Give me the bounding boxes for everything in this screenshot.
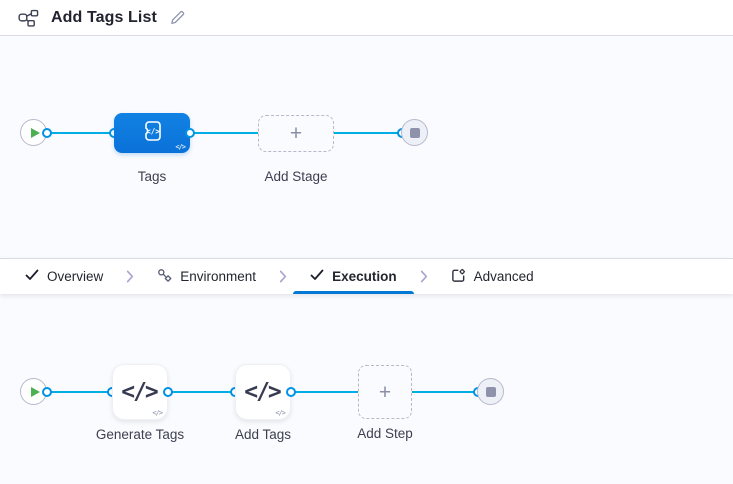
- connector-dot[interactable]: [42, 387, 52, 397]
- execution-end-node[interactable]: [477, 378, 504, 405]
- connector-dot[interactable]: [286, 387, 296, 397]
- add-stage-button[interactable]: +: [258, 115, 334, 152]
- svg-text:</>: </>: [146, 127, 160, 136]
- tab-execution[interactable]: Execution: [293, 259, 414, 294]
- tab-label: Environment: [180, 269, 257, 284]
- stage-label: Tags: [137, 169, 167, 184]
- tab-environment[interactable]: Environment: [140, 259, 273, 294]
- step-node-add-tags[interactable]: </> </>: [235, 364, 291, 420]
- stage-graph-canvas[interactable]: </> </> + Tags Add Stage: [0, 36, 733, 258]
- stage-flow-line: [33, 132, 415, 134]
- step-label: Add Tags: [234, 427, 292, 442]
- pipeline-header: Add Tags List: [0, 0, 733, 36]
- environment-icon: [157, 268, 172, 286]
- connector-dot[interactable]: [42, 128, 52, 138]
- stop-icon: [485, 386, 496, 397]
- code-icon: </>: [121, 379, 159, 405]
- pipeline-flowchart-icon: [16, 7, 41, 29]
- tab-advanced[interactable]: Advanced: [434, 259, 551, 294]
- play-icon: [30, 386, 40, 397]
- step-label: Generate Tags: [95, 427, 185, 442]
- pipeline-end-node[interactable]: [401, 119, 428, 146]
- execution-graph-canvas[interactable]: </> </> </> </> + Generate Tags Add Tags…: [0, 294, 733, 484]
- chevron-right-icon: [420, 259, 428, 294]
- edit-pipeline-name-button[interactable]: [167, 7, 188, 28]
- connector-dot[interactable]: [185, 128, 195, 138]
- plus-icon: +: [289, 122, 303, 145]
- chevron-right-icon: [126, 259, 134, 294]
- stage-node-tags[interactable]: </> </>: [114, 113, 190, 153]
- pipeline-title: Add Tags List: [51, 8, 157, 26]
- tab-label: Advanced: [473, 269, 534, 284]
- step-type-mini-icon: </>: [152, 409, 163, 417]
- add-step-label: Add Step: [357, 426, 413, 441]
- chevron-right-icon: [279, 259, 287, 294]
- step-node-generate-tags[interactable]: </> </>: [112, 364, 168, 420]
- tab-label: Overview: [47, 269, 104, 284]
- code-icon: </>: [244, 379, 282, 405]
- custom-stage-icon: </>: [138, 117, 166, 150]
- add-stage-label: Add Stage: [264, 169, 328, 184]
- add-step-button[interactable]: +: [358, 365, 412, 419]
- play-icon: [30, 127, 40, 138]
- check-icon: [25, 269, 39, 284]
- stage-type-mini-icon: </>: [175, 143, 186, 151]
- step-type-mini-icon: </>: [275, 409, 286, 417]
- check-icon: [310, 269, 324, 284]
- stop-icon: [409, 127, 420, 138]
- plus-icon: +: [378, 380, 392, 404]
- tab-label: Execution: [332, 269, 397, 284]
- tab-overview[interactable]: Overview: [8, 259, 120, 294]
- stage-config-tabbar: Overview Environment Execution: [0, 258, 733, 294]
- connector-dot[interactable]: [163, 387, 173, 397]
- advanced-settings-icon: [451, 268, 466, 286]
